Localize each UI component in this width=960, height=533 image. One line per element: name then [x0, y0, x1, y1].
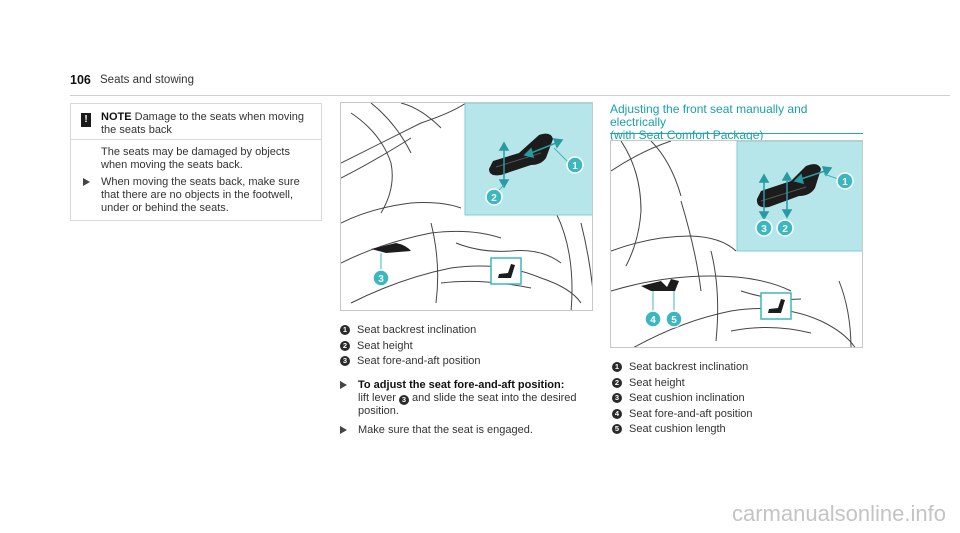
- legend-label: Seat fore-and-aft position: [357, 355, 481, 367]
- legend-item: 1 Seat backrest inclination: [612, 360, 862, 376]
- svg-text:3: 3: [761, 224, 767, 235]
- callout-4: 4: [644, 310, 662, 328]
- instruction-step: To adjust the seat fore-and-aft position…: [340, 379, 590, 419]
- callout-number: 1: [612, 362, 622, 372]
- note-title: NOTE: [101, 111, 132, 123]
- callout-number: 3: [612, 393, 622, 403]
- legend-label: Seat backrest inclination: [357, 324, 477, 336]
- svg-text:5: 5: [671, 315, 677, 326]
- step-text-part: lift lever: [358, 392, 396, 404]
- svg-text:4: 4: [650, 315, 656, 326]
- callout-5: 5: [665, 310, 683, 328]
- legend-item: 2 Seat height: [612, 376, 862, 392]
- watermark: carmanualsonline.info: [731, 501, 946, 526]
- note-heading: NOTE Damage to the seats when moving the…: [101, 111, 311, 137]
- callout-number: 3: [340, 356, 350, 366]
- legend-item: 2 Seat height: [340, 339, 590, 355]
- legend-label: Seat height: [357, 339, 413, 352]
- step-text: To adjust the seat fore-and-aft position…: [358, 379, 578, 418]
- svg-text:2: 2: [782, 224, 788, 235]
- step-arrow-icon: [340, 381, 347, 389]
- callout-2: 2: [485, 184, 505, 206]
- callout-number: 5: [612, 424, 622, 434]
- seat-drawing: 1 3 2 4 5: [611, 141, 862, 347]
- callout-1: 1: [553, 147, 584, 174]
- legend-label: Seat height: [629, 376, 685, 389]
- legend-label: Seat cushion length: [629, 423, 726, 435]
- callout-number: 2: [340, 340, 350, 351]
- bullet-arrow-icon: [83, 178, 90, 186]
- step-heading: To adjust the seat fore-and-aft position…: [358, 379, 565, 391]
- callout-number: 3: [398, 395, 409, 405]
- step-text-part: and slide the seat into the desired posi…: [358, 392, 577, 417]
- seat-drawing: 1 2 3: [341, 103, 592, 310]
- callout-1: 1: [823, 172, 854, 190]
- svg-text:1: 1: [572, 161, 578, 172]
- step-text: Make sure that the seat is engaged.: [358, 424, 533, 436]
- legend-electric: 1 Seat backrest inclination 2 Seat heigh…: [612, 360, 862, 438]
- legend-item: 5 Seat cushion length: [612, 422, 862, 438]
- callout-number: 4: [612, 408, 622, 419]
- svg-text:2: 2: [491, 193, 497, 204]
- callout-2: 2: [776, 218, 794, 237]
- callout-number: 1: [340, 325, 350, 335]
- legend-item: 1 Seat backrest inclination: [340, 323, 590, 339]
- seat-illustration-electric: 1 3 2 4 5: [610, 140, 863, 348]
- svg-text:3: 3: [378, 274, 384, 285]
- note-body: The seats may be damaged by objects when…: [101, 146, 290, 171]
- warning-icon: !: [81, 113, 91, 127]
- note-title-text: Damage to the seats when moving the seat…: [101, 111, 304, 136]
- note-header: ! NOTE Damage to the seats when moving t…: [71, 104, 321, 140]
- section-heading: Adjusting the front seat manually and el…: [610, 102, 863, 142]
- note-bullet-text: When moving the seats back, make sure th…: [101, 176, 300, 214]
- callout-number: 2: [612, 377, 622, 388]
- legend-item: 3 Seat fore-and-aft position: [340, 354, 590, 370]
- seat-illustration-manual: 1 2 3: [340, 102, 593, 311]
- section-heading-line: (with Seat Comfort Package): [610, 128, 764, 142]
- legend-manual: 1 Seat backrest inclination 2 Seat heigh…: [340, 323, 590, 370]
- legend-label: Seat cushion inclination: [629, 392, 745, 404]
- legend-label: Seat fore-and-aft position: [629, 407, 753, 420]
- section-heading-line: Adjusting the front seat manually and el…: [610, 102, 808, 129]
- note-box: ! NOTE Damage to the seats when moving t…: [70, 103, 322, 221]
- callout-3: 3: [755, 217, 773, 237]
- legend-label: Seat backrest inclination: [629, 361, 749, 373]
- legend-item: 4 Seat fore-and-aft position: [612, 407, 862, 423]
- svg-text:1: 1: [842, 177, 848, 188]
- section-title: Seats and stowing: [100, 74, 194, 86]
- callout-3: 3: [372, 269, 390, 287]
- step-arrow-icon: [340, 426, 347, 434]
- page-number: 106: [70, 73, 91, 87]
- legend-item: 3 Seat cushion inclination: [612, 391, 862, 407]
- page-header: 106 Seats and stowing: [70, 73, 950, 96]
- instruction-step: Make sure that the seat is engaged.: [340, 424, 590, 440]
